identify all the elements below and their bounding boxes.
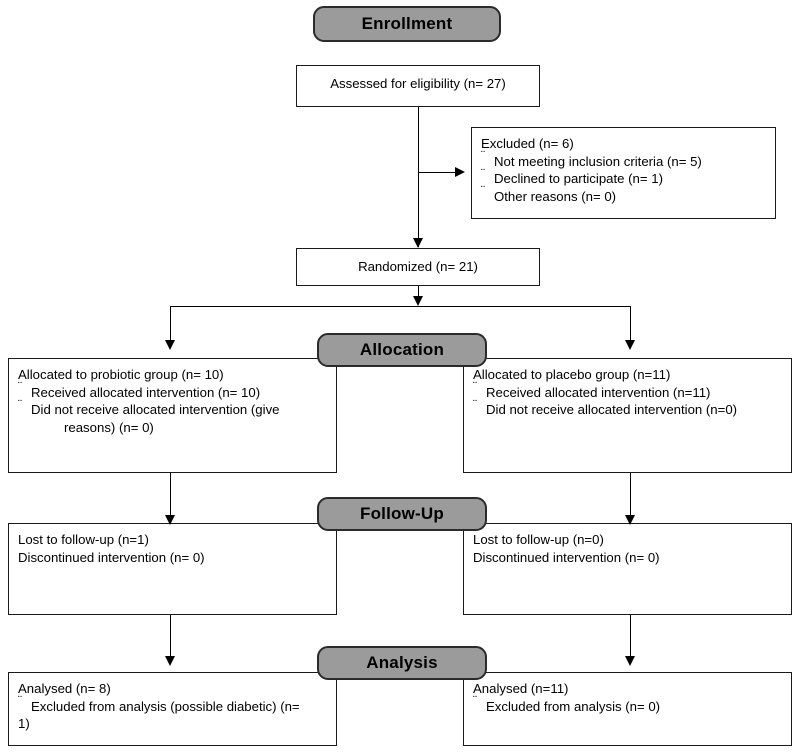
stage-label-enrollment-text: Enrollment xyxy=(361,14,453,33)
analysis-right-heading: Analysed (n=11) xyxy=(473,681,569,696)
alloc-right-item-2: ¨ Did not receive allocated intervention… xyxy=(473,396,782,419)
alloc-left-item-2-text: Did not receive allocated intervention (… xyxy=(31,402,280,418)
stage-label-allocation: Allocation xyxy=(317,333,487,367)
alloc-left-item-1-text: Received allocated intervention (n= 10) xyxy=(31,384,261,400)
alloc-left-item-2: ¨ Did not receive allocated intervention… xyxy=(18,396,327,419)
excluded-heading: Excluded (n= 6) xyxy=(481,136,574,151)
bullet-icon: ¨ xyxy=(473,378,477,393)
excluded-item-3-text: Other reasons (n= 0) xyxy=(494,188,617,204)
analysis-left-item-1-text: Excluded from analysis (possible diabeti… xyxy=(31,698,300,714)
alloc-right-heading: Allocated to placebo group (n=11) xyxy=(473,367,671,382)
alloc-left-heading: Allocated to probiotic group (n= 10) xyxy=(18,367,224,382)
alloc-right-item-2-text: Did not receive allocated intervention (… xyxy=(486,402,738,418)
bullet-icon: ¨ xyxy=(18,378,22,393)
excluded-item-1: ¨ Not meeting inclusion criteria (n= 5) xyxy=(481,149,766,171)
connector-split-right xyxy=(630,306,631,344)
analysis-left-heading: Analysed (n= 8) xyxy=(18,681,111,696)
arrowhead-to-excluded xyxy=(455,166,465,177)
stage-label-analysis: Analysis xyxy=(317,646,487,680)
alloc-left-item-1: ¨ Received allocated intervention (n= 10… xyxy=(18,380,327,402)
connector-assessed-to-randomized xyxy=(418,107,419,247)
analysis-right-item-1: ¨ Excluded from analysis (n= 0) xyxy=(473,694,782,716)
excluded-item-2-text: Declined to participate (n= 1) xyxy=(494,171,663,187)
stage-label-followup: Follow-Up xyxy=(317,497,487,531)
bullet-icon: ¨ xyxy=(473,396,477,411)
connector-split-horizontal xyxy=(170,306,630,307)
alloc-right-item-1-text: Received allocated intervention (n=11) xyxy=(486,384,711,400)
follow-left-line-2: Discontinued intervention (n= 0) xyxy=(18,549,205,565)
arrowhead-alloc-right-to-follow xyxy=(624,515,635,525)
bullet-icon: ¨ xyxy=(481,147,485,162)
follow-right-line-1: Lost to follow-up (n=0) xyxy=(473,532,604,547)
bullet-icon: ¨ xyxy=(481,183,485,198)
excluded-item-3: ¨ Other reasons (n= 0) xyxy=(481,184,766,206)
box-allocation-placebo: Allocated to placebo group (n=11) ¨ Rece… xyxy=(463,358,792,473)
alloc-right-item-1: ¨ Received allocated intervention (n=11) xyxy=(473,380,782,402)
arrowhead-split-left xyxy=(164,340,175,350)
excluded-item-2: ¨ Declined to participate (n= 1) xyxy=(481,165,766,188)
box-followup-placebo: Lost to follow-up (n=0) Discontinued int… xyxy=(463,523,792,615)
randomized-line: Randomized (n= 21) xyxy=(358,259,478,274)
bullet-icon: ¨ xyxy=(18,396,22,411)
box-randomized: Randomized (n= 21) xyxy=(296,248,540,286)
stage-label-followup-text: Follow-Up xyxy=(360,504,444,523)
box-analysis-placebo: Analysed (n=11) ¨ Excluded from analysis… xyxy=(463,672,792,746)
box-allocation-probiotic: Allocated to probiotic group (n= 10) ¨ R… xyxy=(8,358,337,473)
stage-label-analysis-text: Analysis xyxy=(366,653,438,672)
arrowhead-randomized-stem xyxy=(412,296,423,306)
arrowhead-alloc-left-to-follow xyxy=(164,515,175,525)
connector-follow-right-to-analysis xyxy=(630,615,631,663)
analysis-left-item-1-continued: 1) xyxy=(18,716,30,732)
excluded-item-1-text: Not meeting inclusion criteria (n= 5) xyxy=(494,153,702,169)
analysis-left-item-1: ¨ Excluded from analysis (possible diabe… xyxy=(18,694,327,716)
box-analysis-probiotic: Analysed (n= 8) ¨ Excluded from analysis… xyxy=(8,672,337,746)
stage-label-enrollment: Enrollment xyxy=(313,6,501,42)
follow-right-line-2: Discontinued intervention (n= 0) xyxy=(473,549,660,565)
analysis-right-item-1-text: Excluded from analysis (n= 0) xyxy=(486,698,661,714)
arrowhead-split-right xyxy=(624,340,635,350)
arrowhead-follow-left-to-analysis xyxy=(164,656,175,666)
connector-follow-left-to-analysis xyxy=(170,615,171,663)
bullet-icon: ¨ xyxy=(481,165,485,180)
connector-alloc-right-to-follow xyxy=(630,473,631,523)
box-excluded: Excluded (n= 6) ¨ Not meeting inclusion … xyxy=(471,127,776,219)
connector-split-left xyxy=(170,306,171,344)
connector-alloc-left-to-follow xyxy=(170,473,171,523)
connector-to-excluded xyxy=(418,172,461,173)
bullet-icon: ¨ xyxy=(473,692,477,707)
connector-randomized-stem xyxy=(418,286,419,300)
bullet-icon: ¨ xyxy=(18,692,22,707)
follow-left-line-1: Lost to follow-up (n=1) xyxy=(18,532,149,547)
arrowhead-follow-right-to-analysis xyxy=(624,656,635,666)
arrowhead-assessed-to-randomized xyxy=(412,238,423,248)
box-followup-probiotic: Lost to follow-up (n=1) Discontinued int… xyxy=(8,523,337,615)
stage-label-allocation-text: Allocation xyxy=(359,340,445,359)
alloc-left-item-2-continued: reasons) (n= 0) xyxy=(64,419,154,435)
box-assessed-for-eligibility: Assessed for eligibility (n= 27) xyxy=(296,65,540,107)
assessed-line: Assessed for eligibility (n= 27) xyxy=(330,76,506,91)
